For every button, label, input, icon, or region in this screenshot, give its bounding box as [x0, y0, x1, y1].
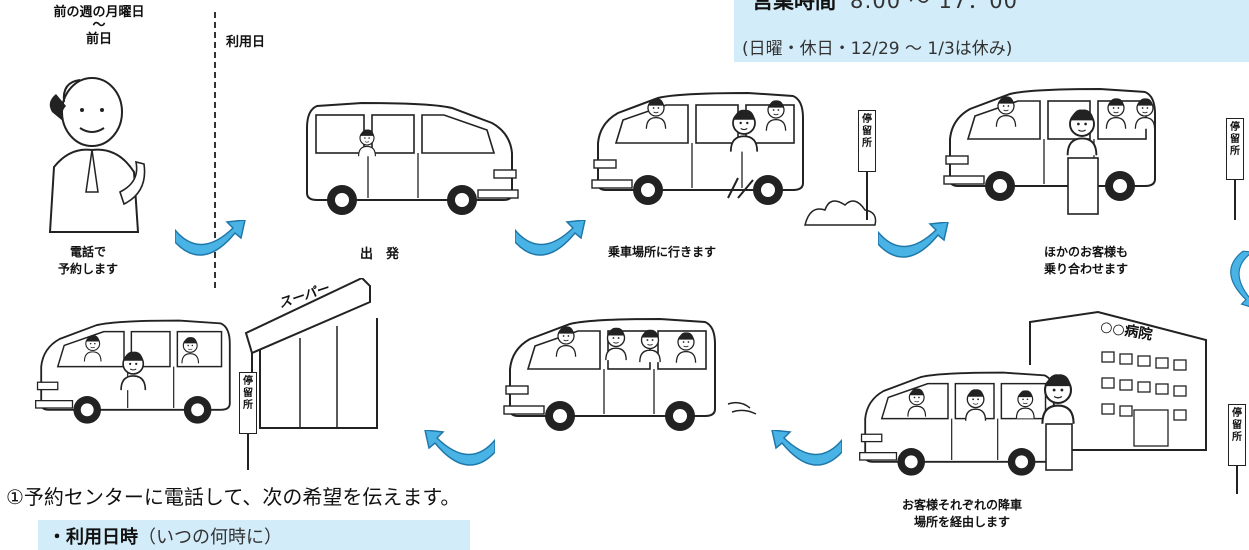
timeline-divider: [214, 12, 216, 288]
caption-depart: 出 発: [360, 247, 400, 262]
bus-stop-sign-1: 停留所: [858, 110, 876, 172]
flow-arrow-2: [515, 220, 586, 256]
business-hours-banner: 営業時間 8:00 ～ 17：00 (日曜・休日・12/29 ～ 1/3は休み): [734, 0, 1249, 62]
flow-arrow-3: [878, 222, 949, 258]
flow-arrow-5: [771, 430, 842, 466]
bus-stop-pole-1: [866, 172, 868, 220]
phone-caller-illustration: [48, 77, 146, 233]
bus-stop-sign-2: 停留所: [1226, 118, 1244, 180]
hours-title: 営業時間: [752, 0, 836, 13]
bus-stop-pole-2: [1234, 180, 1236, 220]
shared-ride-van-illustration: [943, 88, 1156, 215]
flow-arrow-4: [1227, 250, 1249, 310]
caption-dropoff-line2: 場所を経由します: [914, 515, 1011, 529]
instruction-text: ①予約センターに電話して、次の希望を伝えます。: [6, 485, 461, 509]
use-day-label: 利用日: [226, 35, 266, 50]
caption-phone-line2: 予約します: [58, 262, 119, 276]
supermarket-scene-illustration: [34, 278, 378, 429]
bus-stop-sign-3: 停留所: [239, 372, 257, 434]
caption-pickup: 乗車場所に行きます: [608, 245, 717, 259]
period-start: 前の週の月曜日: [53, 5, 145, 20]
period-end: 前日: [85, 32, 112, 47]
hours-time: 8:00 ～ 17：00: [850, 0, 1018, 13]
caption-share-line1: ほかのお客様も: [1044, 245, 1129, 259]
bush-illustration: [804, 200, 877, 226]
caption-share-line2: 乗り合わせます: [1044, 262, 1129, 276]
period-tilde: ～: [92, 18, 106, 33]
hours-note: (日曜・休日・12/29 ～ 1/3は休み): [742, 39, 1013, 59]
caption-phone: 電話で 予約します: [58, 244, 118, 278]
caption-phone-line1: 電話で: [70, 245, 107, 259]
moving-van-illustration: [503, 318, 757, 432]
bus-stop-sign-4: 停留所: [1228, 404, 1246, 466]
bullet-box: ・利用日時（いつの何時に）: [38, 520, 470, 550]
departing-van-illustration: [306, 102, 519, 216]
flow-arrow-1: [175, 220, 246, 256]
flow-arrow-6: [424, 430, 495, 466]
bullet-strong: ・利用日時: [48, 527, 138, 548]
caption-dropoff-line1: お客様それぞれの降車: [902, 498, 1023, 512]
bus-stop-pole-4: [1236, 466, 1238, 494]
bullet-line: ・利用日時（いつの何時に）: [48, 523, 282, 549]
hospital-scene-illustration: [858, 310, 1207, 477]
bus-stop-pole-3: [247, 434, 249, 470]
caption-dropoff: お客様それぞれの降車 場所を経由します: [902, 497, 1022, 531]
bullet-rest: （いつの何時に）: [138, 527, 282, 548]
caption-share: ほかのお客様も 乗り合わせます: [1044, 244, 1128, 278]
reservation-period-label: 前の週の月曜日 ～ 前日: [34, 4, 164, 48]
hours-line: 営業時間 8:00 ～ 17：00: [752, 0, 1018, 15]
pickup-van-illustration: [591, 92, 804, 206]
